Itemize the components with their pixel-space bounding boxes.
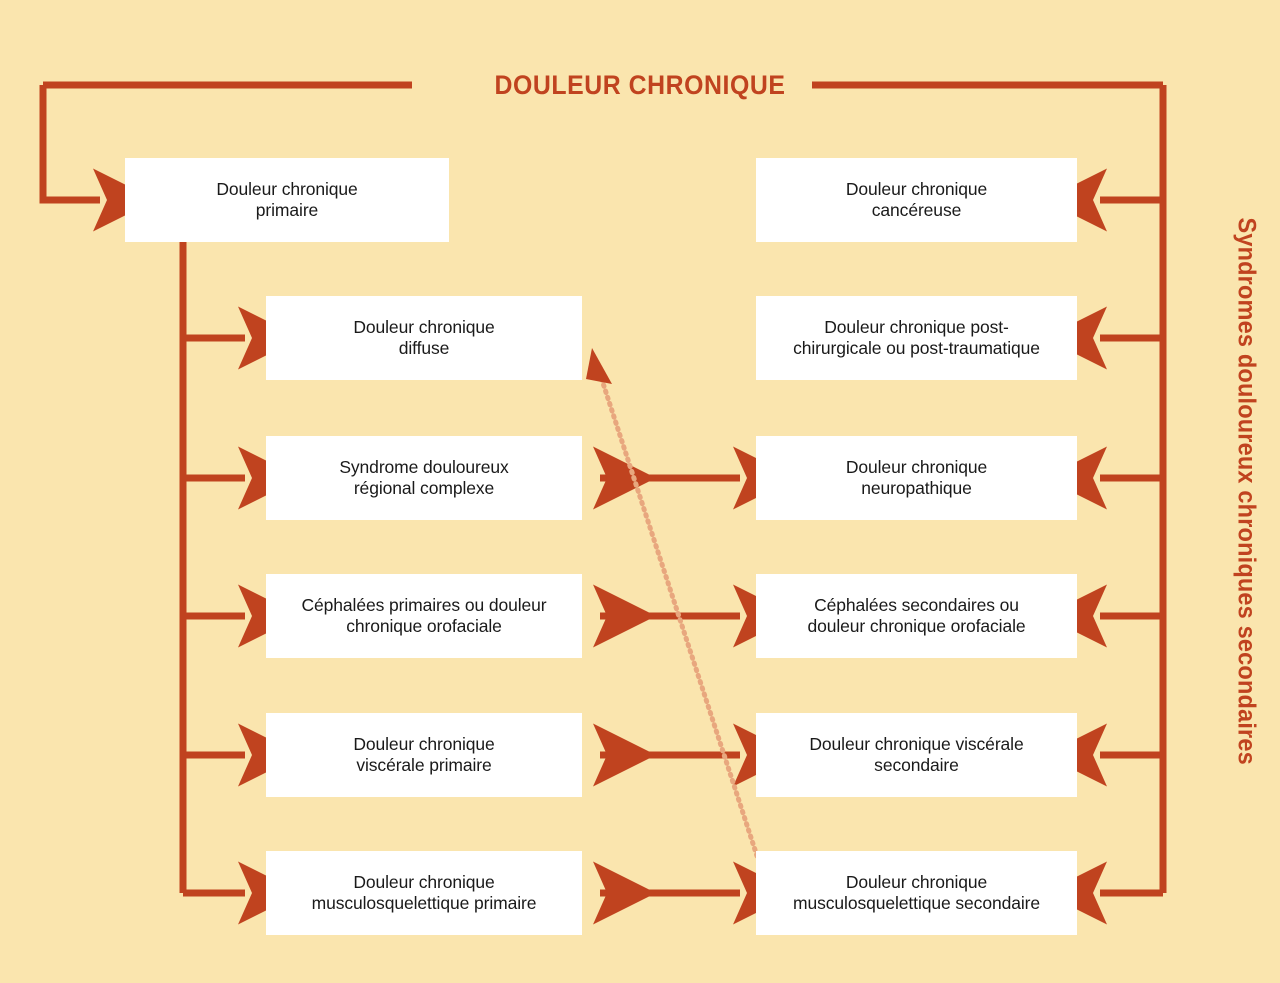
node-label: Syndrome douloureux régional complexe (339, 456, 509, 498)
node-label: Douleur chronique musculosquelettique pr… (311, 871, 537, 913)
node-label: Céphalées primaires ou douleur chronique… (301, 594, 547, 636)
node-douleur-musculosquelettique-secondaire[interactable]: Douleur chronique musculosquelettique se… (756, 851, 1077, 935)
node-cephalees-primaires[interactable]: Céphalées primaires ou douleur chronique… (266, 574, 582, 658)
node-syndrome-douloureux-regional-complexe[interactable]: Syndrome douloureux régional complexe (266, 436, 582, 520)
node-douleur-chronique-primaire[interactable]: Douleur chronique primaire (125, 158, 449, 242)
node-douleur-viscerale-secondaire[interactable]: Douleur chronique viscérale secondaire (756, 713, 1077, 797)
node-douleur-chronique-cancereuse[interactable]: Douleur chronique cancéreuse (756, 158, 1077, 242)
page-title: DOULEUR CHRONIQUE (494, 70, 786, 100)
left-bracket (39, 85, 156, 232)
node-douleur-post-chirurgicale[interactable]: Douleur chronique post- chirurgicale ou … (756, 296, 1077, 380)
diagonal-arrowhead-icon (586, 348, 612, 384)
node-label: Douleur chronique diffuse (353, 316, 495, 358)
node-label: Douleur chronique post- chirurgicale ou … (793, 316, 1040, 358)
node-label: Douleur chronique viscérale secondaire (809, 733, 1024, 775)
node-label: Douleur chronique primaire (216, 178, 358, 220)
diagonal-dotted-connector (586, 348, 760, 859)
node-douleur-musculosquelettique-primaire[interactable]: Douleur chronique musculosquelettique pr… (266, 851, 582, 935)
node-label: Douleur chronique musculosquelettique se… (792, 871, 1041, 913)
node-douleur-chronique-diffuse[interactable]: Douleur chronique diffuse (266, 296, 582, 380)
node-cephalees-secondaires[interactable]: Céphalées secondaires ou douleur chroniq… (756, 574, 1077, 658)
node-label: Douleur chronique cancéreuse (845, 178, 988, 220)
node-douleur-neuropathique[interactable]: Douleur chronique neuropathique (756, 436, 1077, 520)
node-douleur-viscerale-primaire[interactable]: Douleur chronique viscérale primaire (266, 713, 582, 797)
node-label: Céphalées secondaires ou douleur chroniq… (807, 594, 1026, 636)
node-label: Douleur chronique viscérale primaire (353, 733, 495, 775)
node-label: Douleur chronique neuropathique (845, 456, 988, 498)
